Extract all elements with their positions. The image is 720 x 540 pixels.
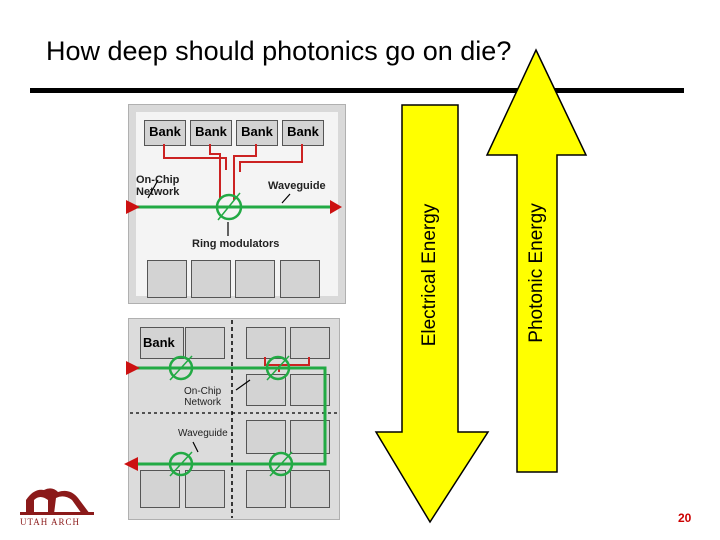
top-tile-3 xyxy=(235,260,275,298)
bottom-tile-7 xyxy=(290,420,330,454)
bottom-waveguide-label: Waveguide xyxy=(178,428,228,439)
bottom-tile-11 xyxy=(290,470,330,508)
wire-1 xyxy=(163,144,227,170)
bottom-tile-9 xyxy=(185,470,225,508)
bottom-bank: Bank xyxy=(140,327,184,359)
top-waveguide-label: Waveguide xyxy=(268,180,326,192)
bottom-on-chip-network-label: On-Chip Network xyxy=(184,386,221,408)
bottom-network-pointer xyxy=(235,379,251,391)
bottom-ring-mark-4 xyxy=(269,451,293,477)
bottom-tile-10 xyxy=(246,470,286,508)
bottom-ring-2 xyxy=(265,355,291,381)
bank-top-1: Bank xyxy=(144,120,186,146)
top-tile-4 xyxy=(280,260,320,298)
bottom-ring-3 xyxy=(168,451,194,477)
top-ring xyxy=(215,193,243,221)
top-tile-1 xyxy=(147,260,187,298)
bottom-ring-mark-2 xyxy=(266,355,290,381)
utah-arch-logo xyxy=(20,488,94,515)
bottom-port-bottom xyxy=(124,457,138,471)
wire-4 xyxy=(239,144,303,172)
top-network-pointer xyxy=(147,179,159,199)
top-ring-mark xyxy=(217,192,241,221)
utah-arch-logo-text: UTAH ARCH xyxy=(20,517,81,527)
slide-title: How deep should photonics go on die? xyxy=(46,36,512,66)
bottom-tile-3 xyxy=(290,327,330,359)
bank-top-3: Bank xyxy=(236,120,278,146)
bottom-network-line1: On-Chip xyxy=(184,386,222,397)
photonic-energy-arrow xyxy=(485,48,588,473)
wire-2 xyxy=(209,144,221,170)
top-port-left xyxy=(126,200,140,214)
top-waveguide-pointer xyxy=(281,193,291,204)
bottom-tile-5 xyxy=(290,374,330,406)
bottom-waveguide-loop xyxy=(134,366,327,466)
bottom-ring-mark-1 xyxy=(169,355,193,381)
page-number: 20 xyxy=(678,511,692,525)
top-red-wires xyxy=(163,144,303,200)
wire-3 xyxy=(233,144,257,170)
photonic-energy-label: Photonic Energy xyxy=(526,203,547,343)
bottom-waveguide-pointer xyxy=(192,441,199,453)
bottom-ring-mark-3 xyxy=(169,451,193,477)
bottom-tile-8 xyxy=(140,470,180,508)
title-rule xyxy=(30,88,684,93)
bottom-network-line2: Network xyxy=(184,397,221,408)
electrical-energy-arrow xyxy=(374,104,490,524)
top-tile-2 xyxy=(191,260,231,298)
bottom-ring-1 xyxy=(168,355,194,381)
bottom-tile-1 xyxy=(185,327,225,359)
bottom-port-top xyxy=(126,361,140,375)
bottom-tile-6 xyxy=(246,420,286,454)
top-ring-modulators-label: Ring modulators xyxy=(192,238,280,250)
electrical-energy-label: Electrical Energy xyxy=(419,203,440,347)
bottom-ring-4 xyxy=(268,451,294,477)
top-port-right xyxy=(330,200,342,214)
top-network-line2: Network xyxy=(136,186,180,198)
bank-top-2: Bank xyxy=(190,120,232,146)
